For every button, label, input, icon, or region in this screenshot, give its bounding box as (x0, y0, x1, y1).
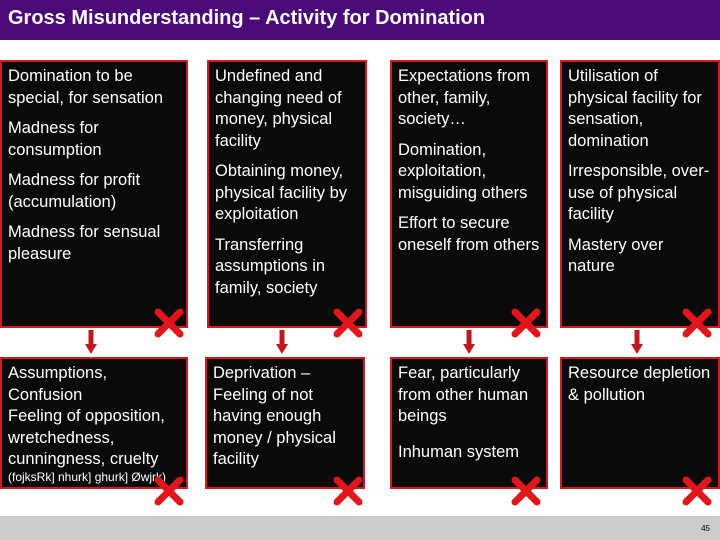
bottom-box-4: Resource depletion & pollution (560, 357, 720, 489)
cross-icon (333, 308, 363, 338)
bottom-box-2: Deprivation – Feeling of not having enou… (205, 357, 365, 489)
top-box-1-item: Domination to be special, for sensation (8, 67, 164, 107)
down-arrow-icon (631, 330, 643, 354)
top-box-4-item: Mastery over nature (568, 235, 664, 276)
top-box-2-item: Transferring assumptions in family, soci… (215, 235, 326, 297)
top-box-4-item: Utilisation of physical facility for sen… (568, 67, 702, 150)
cross-icon (682, 308, 712, 338)
cross-icon (154, 476, 184, 506)
top-box-3-item: Domination, exploitation, misguiding oth… (398, 140, 528, 202)
bottom-box-3-item: Inhuman system (398, 442, 520, 461)
down-arrow-icon (276, 330, 288, 354)
top-box-2-item: Obtaining money, physical facility by ex… (215, 162, 348, 223)
bottom-box-3-item: Fear, particularly from other human bein… (398, 364, 529, 425)
page-number: 45 (701, 524, 710, 533)
bottom-box-3: Fear, particularly from other human bein… (390, 357, 548, 489)
down-arrow-icon (85, 330, 97, 354)
slide-title: Gross Misunderstanding – Activity for Do… (8, 7, 486, 29)
top-box-4-item: Irresponsible, over-use of physical faci… (568, 162, 710, 223)
bottom-box-1: Assumptions, Confusion Feeling of opposi… (0, 357, 188, 489)
cross-icon (333, 476, 363, 506)
top-box-3: Expectations from other, family, society… (390, 60, 548, 328)
top-box-2-item: Undefined and changing need of money, ph… (215, 67, 342, 150)
top-box-2: Undefined and changing need of money, ph… (207, 60, 367, 328)
bottom-box-4-item: Resource depletion & pollution (568, 364, 711, 404)
top-box-4: Utilisation of physical facility for sen… (560, 60, 720, 328)
top-box-3-item: Expectations from other, family, society… (398, 67, 531, 128)
cross-icon (511, 308, 541, 338)
top-box-1-item: Madness for sensual pleasure (8, 223, 161, 263)
cross-icon (682, 476, 712, 506)
top-box-3-item: Effort to secure oneself from others (398, 214, 540, 254)
title-bar: Gross Misunderstanding – Activity for Do… (0, 0, 720, 40)
cross-icon (511, 476, 541, 506)
footer-bar (0, 516, 720, 540)
down-arrow-icon (463, 330, 475, 354)
top-box-1: Domination to be special, for sensation … (0, 60, 188, 328)
top-box-1-item: Madness for consumption (8, 119, 102, 159)
bottom-box-2-item: Deprivation – Feeling of not having enou… (213, 364, 336, 468)
cross-icon (154, 308, 184, 338)
bottom-box-1-item: Assumptions, Confusion (8, 364, 108, 404)
top-box-1-item: Madness for profit (accumulation) (8, 171, 141, 211)
bottom-box-1-hindi-text: (fojksRk] nhurk] ghurk] Øwjrk) (8, 469, 167, 484)
bottom-box-1-item: Feeling of opposition, wretchedness, cun… (8, 407, 165, 468)
